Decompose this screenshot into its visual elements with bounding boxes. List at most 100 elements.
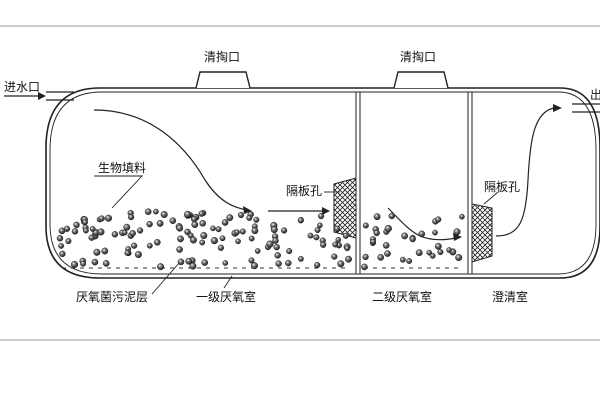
tank-shell-outer	[45, 87, 600, 279]
filler-ball	[426, 249, 433, 256]
filler-ball	[307, 232, 314, 239]
label-chamber-1: 一级厌氧室	[196, 290, 257, 304]
filler-ball	[333, 225, 341, 233]
filler-ball	[177, 258, 185, 266]
filler-ball	[176, 224, 184, 232]
filler-ball	[254, 248, 261, 254]
filler-ball	[345, 255, 352, 263]
filler-ball	[191, 221, 199, 229]
filler-ball	[377, 254, 385, 261]
filler-ball	[58, 242, 64, 249]
filler-ball	[146, 242, 153, 249]
bio-filler-balls	[56, 208, 465, 271]
filler-ball	[146, 220, 153, 228]
filler-ball	[184, 210, 192, 219]
filler-ball	[272, 237, 279, 244]
filler-ball	[56, 235, 64, 242]
filler-ball	[184, 228, 191, 236]
filler-ball	[370, 238, 376, 245]
filler-ball	[156, 219, 164, 227]
filler-ball	[418, 230, 426, 238]
filler-ball	[160, 210, 168, 218]
filler-ball	[297, 217, 304, 224]
filler-ball	[189, 236, 197, 244]
filler-ball	[384, 224, 392, 233]
label-sludge-layer: 厌氧菌污泥层	[76, 290, 149, 304]
filler-ball	[189, 262, 197, 270]
filler-ball	[239, 228, 246, 235]
filler-ball	[190, 215, 198, 223]
filler-ball	[200, 231, 208, 239]
filler-ball	[314, 261, 321, 269]
filler-ball	[317, 222, 323, 229]
filler-ball	[233, 229, 240, 236]
filler-ball	[88, 234, 95, 241]
filler-ball	[266, 240, 274, 248]
filler-ball	[199, 239, 206, 246]
filler-ball	[275, 260, 282, 267]
flow-curve-outlet-head	[553, 104, 562, 112]
filler-ball	[342, 232, 349, 239]
leader-chamber-1	[223, 275, 233, 289]
cleanout-port-right	[393, 71, 449, 89]
filler-ball	[246, 214, 253, 221]
filler-ball	[59, 250, 66, 258]
tank-shell-inner	[49, 91, 597, 275]
filler-ball	[361, 263, 368, 271]
filler-ball	[318, 213, 325, 220]
filler-ball	[71, 228, 79, 235]
label-chamber-2: 二级厌氧室	[372, 290, 433, 304]
filler-ball	[217, 244, 225, 251]
filler-ball	[98, 215, 105, 222]
filler-ball	[335, 236, 342, 243]
filler-ball	[144, 208, 152, 215]
filler-ball	[251, 227, 259, 235]
filler-ball	[210, 237, 219, 245]
label-outlet: 出	[590, 88, 600, 102]
filler-ball	[121, 229, 128, 236]
filler-ball	[337, 260, 345, 268]
filler-ball	[215, 226, 222, 233]
filler-ball	[362, 222, 369, 229]
baffle-mesh-2	[471, 203, 493, 263]
filler-ball	[235, 238, 241, 245]
flow-curve-outlet	[495, 107, 555, 237]
filler-ball	[250, 262, 258, 270]
filler-ball	[177, 235, 184, 243]
filler-ball	[384, 250, 391, 257]
filler-ball	[273, 243, 280, 251]
baffle-mesh-1	[333, 177, 357, 239]
filler-ball	[399, 256, 406, 263]
filler-ball	[102, 260, 110, 267]
filler-ball	[73, 221, 80, 229]
filler-ball	[82, 219, 88, 226]
filler-ball	[58, 227, 66, 235]
filler-ball	[210, 225, 216, 232]
partition-wall-2	[467, 91, 473, 275]
filler-ball	[285, 259, 292, 267]
filler-ball	[80, 260, 87, 267]
filler-ball	[373, 229, 380, 237]
filler-ball	[83, 227, 89, 234]
label-baffle-hole-2: 隔板孔	[484, 180, 521, 194]
filler-ball	[137, 227, 144, 234]
filler-ball	[373, 213, 381, 221]
filler-ball	[435, 216, 442, 223]
cleanout-port-left	[195, 71, 251, 89]
filler-ball	[237, 211, 245, 219]
leader-bio-filler	[94, 175, 144, 209]
filler-ball	[131, 242, 138, 249]
filler-ball	[314, 226, 321, 233]
filler-ball	[91, 258, 99, 266]
leader-sludge-layer	[151, 261, 181, 295]
filler-ball	[429, 252, 436, 259]
filler-ball	[409, 235, 416, 243]
filler-ball	[134, 250, 142, 258]
filler-ball	[437, 248, 444, 255]
filler-ball	[253, 216, 260, 223]
inlet-arrow-head	[38, 92, 46, 100]
filler-ball	[332, 241, 339, 248]
filler-ball	[459, 213, 465, 220]
filler-ball	[226, 214, 234, 222]
